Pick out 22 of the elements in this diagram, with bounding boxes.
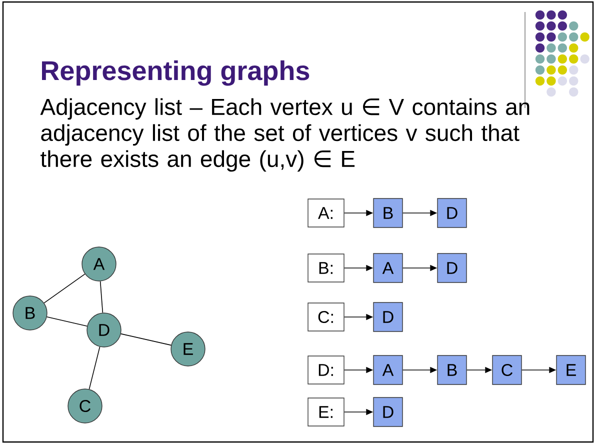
list-head-box: C:: [308, 302, 344, 332]
connector-line: [100, 280, 104, 314]
list-cell-box: D: [373, 302, 403, 332]
list-head-box: A:: [308, 198, 344, 228]
list-cell-box: B: [437, 355, 467, 385]
list-cell-box: D: [373, 397, 403, 427]
connector-line: [44, 274, 86, 304]
body-text: Adjacency list – Each vertex u ∈ V contains an adjacency list of the set of vertices v such that there exists an edge (u,v) ∈ E: [40, 98, 530, 172]
list-cell-box: A: [373, 253, 403, 283]
list-head-box: D:: [308, 356, 344, 384]
list-head-box: B:: [308, 254, 344, 282]
list-cell-box: C: [492, 355, 522, 385]
list-cell-box: D: [437, 198, 467, 228]
list-head-box: E:: [308, 398, 344, 426]
connector-line: [46, 316, 88, 327]
connector-line: [120, 333, 172, 346]
list-cell-box: D: [437, 253, 467, 283]
list-cell-box: A: [373, 355, 403, 385]
list-cell-box: B: [373, 198, 403, 228]
connector-line: [88, 346, 100, 390]
slide-title: Representing graphs: [42, 60, 310, 86]
list-cell-box: E: [556, 355, 586, 385]
